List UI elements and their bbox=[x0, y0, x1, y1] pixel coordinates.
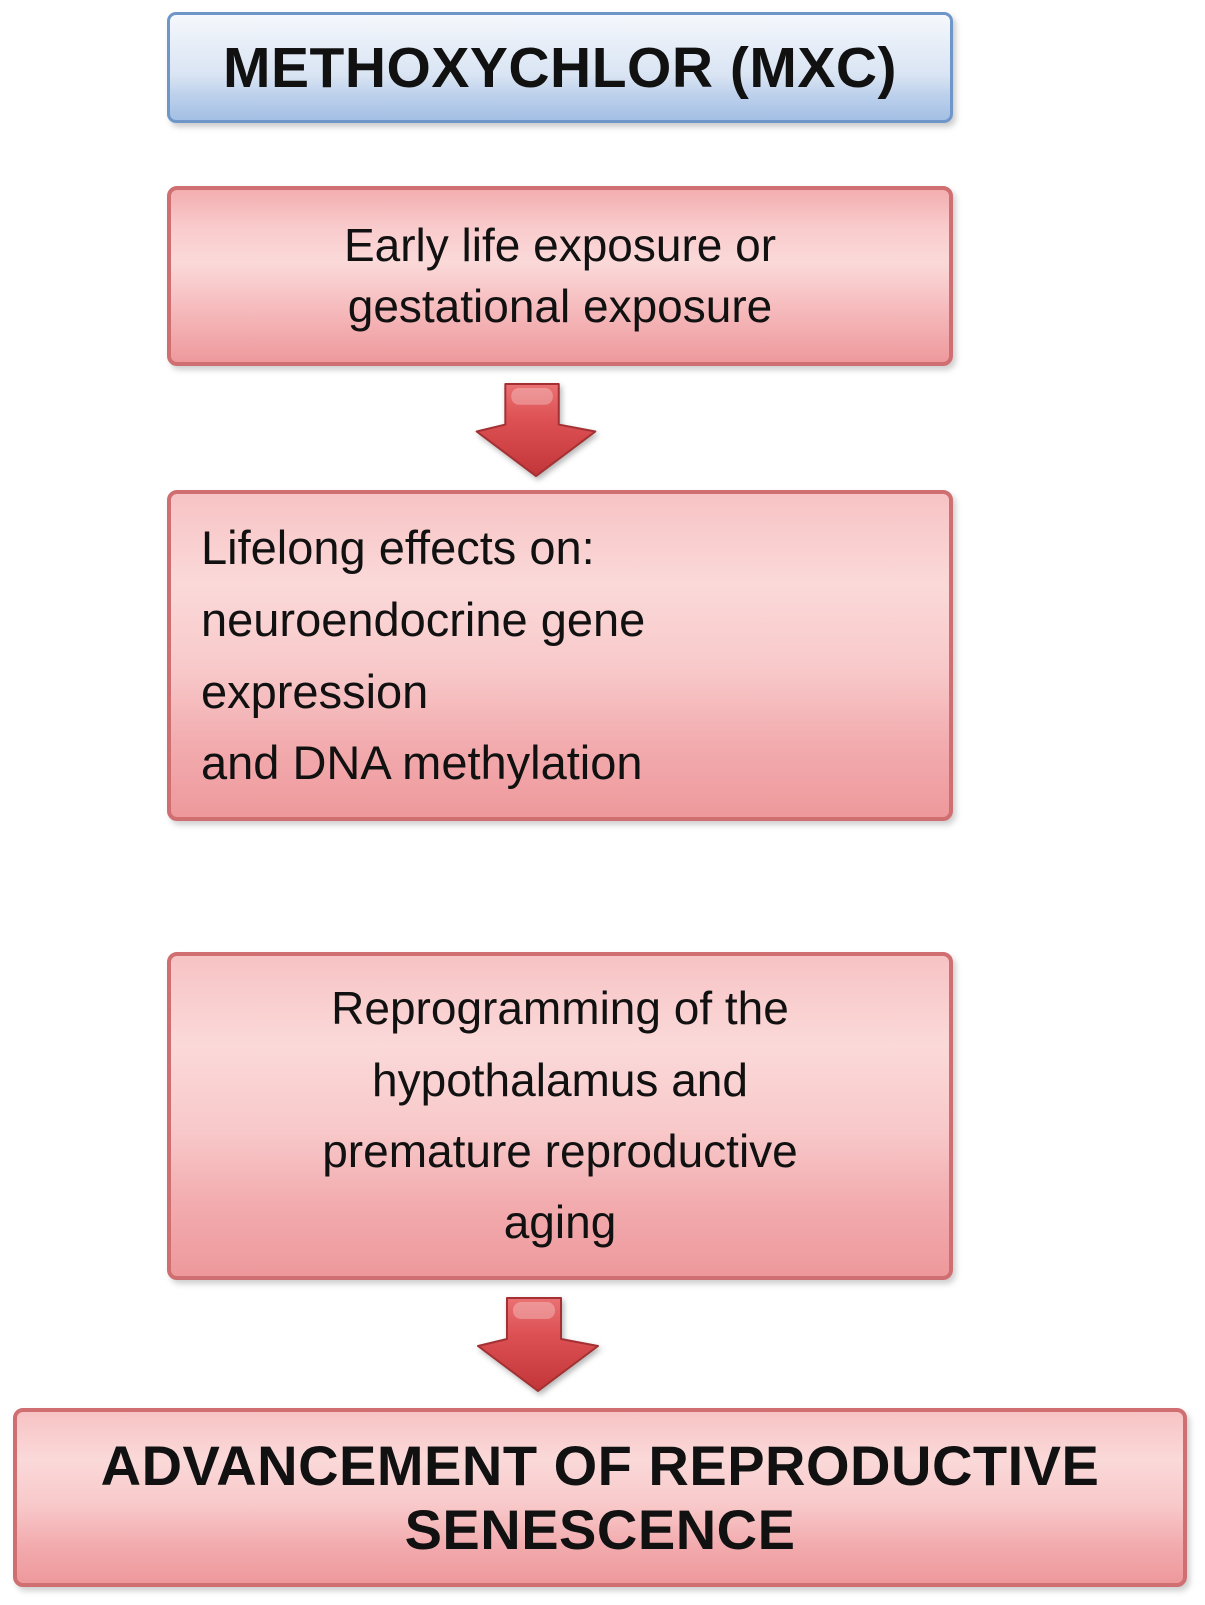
node-lifelong-effects-label: Lifelong effects on: neuroendocrine gene… bbox=[201, 520, 646, 790]
node-senescence-label: ADVANCEMENT OF REPRODUCTIVE SENESCENCE bbox=[100, 1434, 1100, 1561]
node-senescence: ADVANCEMENT OF REPRODUCTIVE SENESCENCE bbox=[13, 1408, 1187, 1587]
down-arrow-icon bbox=[477, 1297, 599, 1392]
down-arrow-icon bbox=[475, 383, 597, 478]
node-methoxychlor: METHOXYCHLOR (MXC) bbox=[167, 12, 953, 123]
node-reprogramming-label: Reprogramming of the hypothalamus and pr… bbox=[322, 982, 798, 1249]
node-lifelong-effects: Lifelong effects on: neuroendocrine gene… bbox=[167, 490, 953, 821]
node-methoxychlor-label: METHOXYCHLOR (MXC) bbox=[223, 35, 897, 100]
node-reprogramming: Reprogramming of the hypothalamus and pr… bbox=[167, 952, 953, 1280]
node-early-exposure: Early life exposure or gestational expos… bbox=[167, 186, 953, 366]
node-early-exposure-label: Early life exposure or gestational expos… bbox=[343, 219, 777, 332]
